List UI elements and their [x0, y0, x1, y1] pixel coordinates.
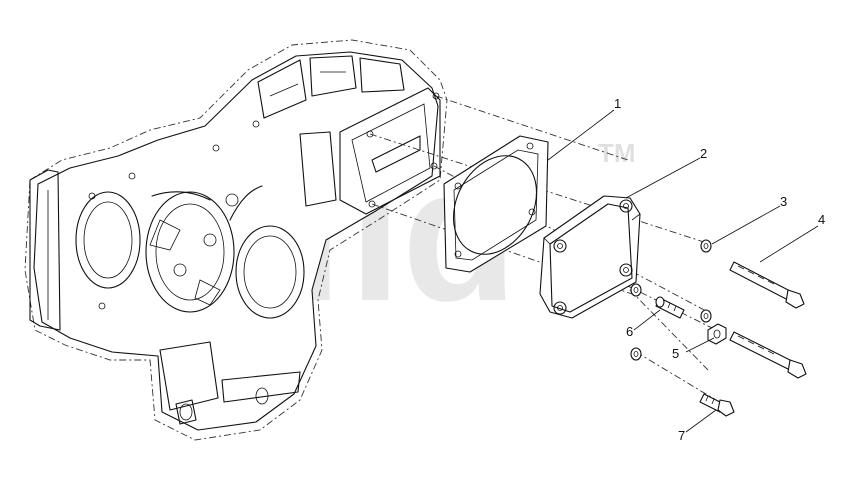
callout-1: 1	[614, 96, 621, 111]
washer-part	[630, 239, 712, 361]
short-bolt-part	[699, 393, 735, 417]
transmission-housing	[24, 39, 448, 441]
watermark-trademark: TM	[598, 138, 636, 168]
leader-lines	[547, 109, 819, 433]
callout-3: 3	[780, 194, 787, 209]
callout-labels: 1 2 3 4 5 6 7	[614, 96, 825, 443]
callout-7: 7	[678, 428, 685, 443]
long-bolt-part	[729, 261, 807, 379]
callout-4: 4	[818, 212, 825, 227]
callout-5: 5	[672, 346, 679, 361]
callout-2: 2	[700, 146, 707, 161]
stud-part	[655, 296, 685, 319]
callout-6: 6	[626, 324, 633, 339]
cover-plate-part	[539, 195, 641, 319]
gasket-part	[443, 135, 549, 273]
